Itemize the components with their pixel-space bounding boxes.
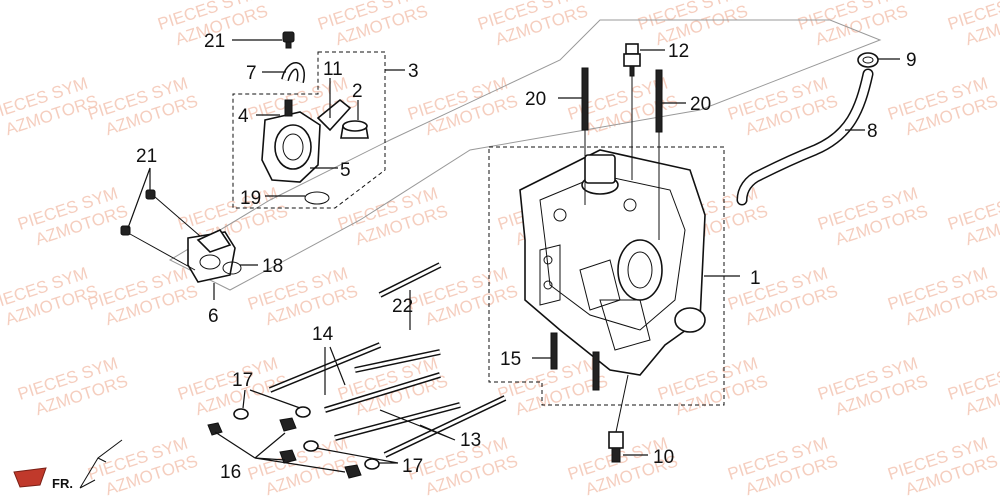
leader-14 (324, 346, 346, 395)
thermostat-housing (261, 98, 352, 183)
dowel-pins (550, 332, 600, 391)
long-bolt-22 (378, 262, 442, 298)
water-pipe (736, 68, 874, 206)
nuts-16 (207, 417, 362, 479)
cap-plug (340, 120, 369, 139)
bolt-21-left-upper (145, 189, 156, 200)
leader-13 (379, 409, 456, 441)
callout-8: 8 (867, 121, 878, 142)
callout-19: 19 (240, 188, 261, 209)
hose-elbow (281, 62, 305, 83)
sheet-outline (168, 19, 882, 291)
cylinder-head-group-box (488, 146, 725, 406)
callout-11: 11 (323, 59, 343, 80)
callout-labels: 1 2 3 4 5 6 7 8 9 10 11 12 13 14 15 16 1… (52, 31, 917, 491)
axis-21-lower (129, 233, 196, 271)
stud-bolt-left (581, 67, 589, 131)
callout-2: 2 (352, 81, 363, 102)
callout-10: 10 (653, 447, 674, 468)
callout-22: 22 (392, 296, 413, 317)
callout-21-top: 21 (204, 31, 225, 52)
callout-17-upper: 17 (232, 370, 253, 391)
callout-17-lower: 17 (402, 456, 423, 477)
callout-7: 7 (246, 63, 257, 84)
callout-3: 3 (408, 61, 419, 82)
callout-12: 12 (668, 41, 689, 62)
washers-17 (233, 406, 380, 470)
axis-10 (615, 374, 629, 433)
callout-18: 18 (262, 256, 283, 277)
leader-17b (315, 447, 399, 464)
o-ring-18 (222, 261, 242, 275)
cylinder-head (519, 149, 706, 376)
temperature-sensor (623, 43, 641, 77)
leader-16 (214, 431, 346, 473)
callout-13: 13 (460, 430, 481, 451)
o-ring-19 (304, 191, 330, 205)
callout-1: 1 (750, 268, 761, 289)
water-outlet (187, 228, 236, 283)
callout-20-right: 20 (690, 94, 711, 115)
callout-21-left: 21 (136, 146, 157, 167)
callout-6: 6 (208, 306, 219, 327)
callout-9: 9 (906, 50, 917, 71)
axis-21-upper (154, 196, 201, 237)
hose-clamp (857, 52, 879, 68)
stud-bolt-right (655, 69, 663, 133)
callout-5: 5 (340, 160, 351, 181)
callout-15: 15 (500, 349, 521, 370)
leader-17a (242, 389, 301, 409)
callout-20-left: 20 (525, 89, 546, 110)
brand-logo (13, 467, 47, 488)
callout-14: 14 (312, 324, 334, 345)
bolt-21-left-lower (120, 225, 131, 236)
front-label: FR. (52, 476, 73, 491)
callout-16: 16 (220, 462, 241, 483)
front-arrow-icon (79, 439, 123, 489)
thermostat-group-box (232, 51, 386, 209)
bolt-21-top (282, 31, 295, 49)
callout-4: 4 (238, 106, 249, 127)
leader-21b (127, 167, 151, 229)
